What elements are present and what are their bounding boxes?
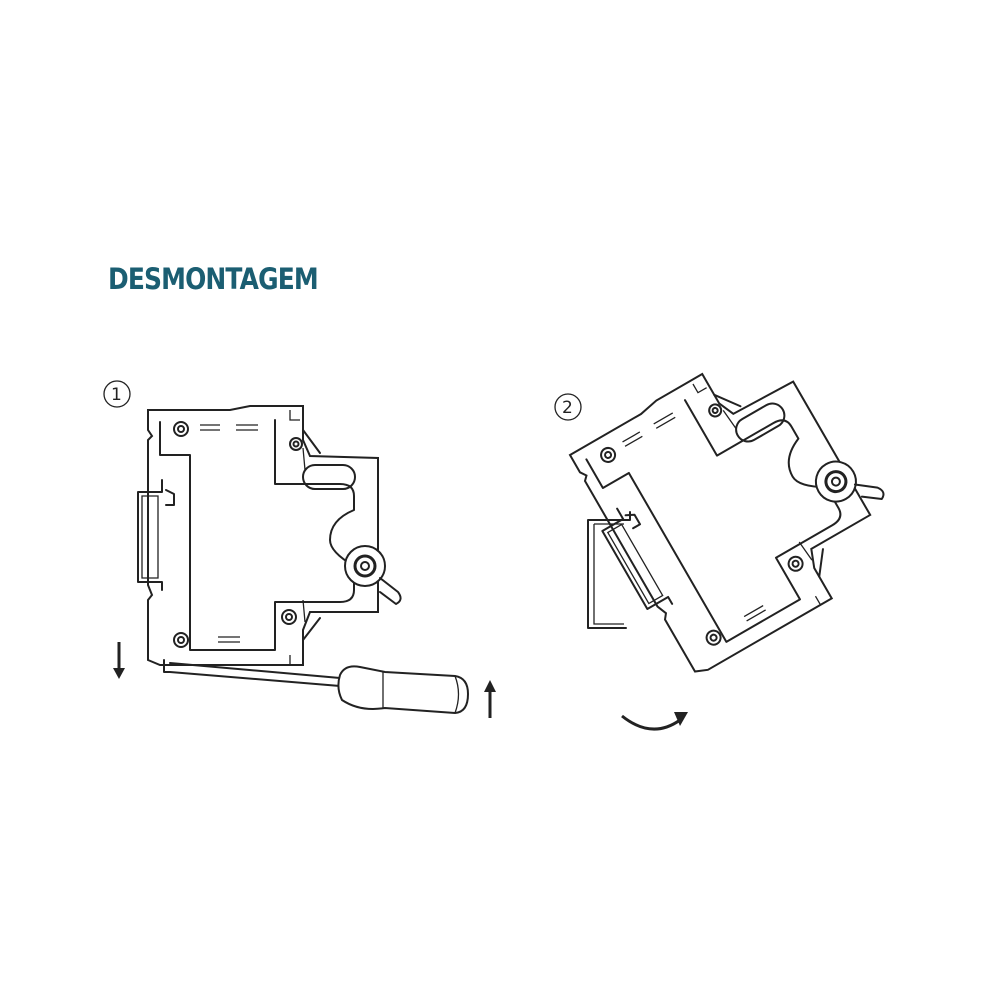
circuit-breaker-icon	[136, 404, 403, 667]
arrow-up-icon	[484, 680, 496, 718]
page-title: DESMONTAGEM	[108, 262, 319, 296]
step-1-label: 1	[111, 385, 122, 405]
step-1-illustration: 1	[103, 380, 496, 718]
din-rail-icon	[587, 511, 631, 629]
curved-arrow-icon	[621, 712, 688, 731]
arrow-down-icon	[113, 642, 125, 679]
step-2-label: 2	[562, 398, 573, 418]
step-1-badge	[103, 380, 131, 408]
step-2-badge	[554, 393, 582, 421]
step-2-illustration: 2	[554, 323, 918, 731]
screwdriver-icon	[163, 659, 470, 715]
